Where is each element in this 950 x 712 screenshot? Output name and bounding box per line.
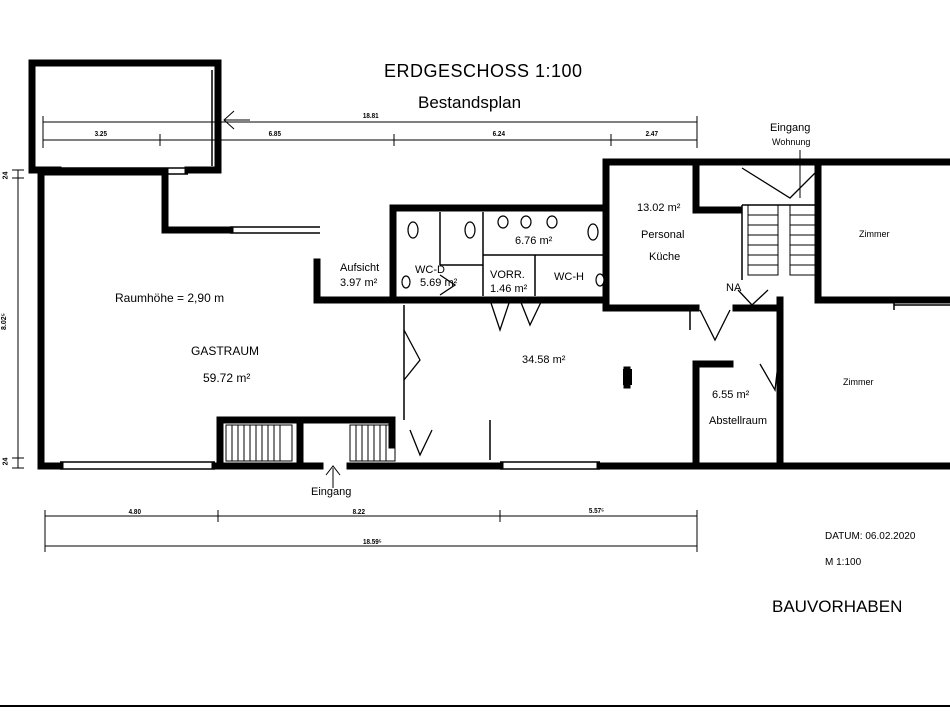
hall-area-label: 34.58 m²	[522, 354, 566, 366]
kueche-name-2-label: Küche	[649, 251, 681, 263]
scale-label: M 1:100	[825, 557, 862, 568]
exterior-walls	[28, 59, 950, 470]
abstell-name-label: Abstellraum	[709, 415, 768, 427]
dim-top-4: 2.47	[645, 131, 658, 138]
plan-title: ERDGESCHOSS 1:100	[384, 61, 583, 81]
gastraum-area-label: 59.72 m²	[203, 371, 251, 385]
eingang-wohnung-label: Eingang	[770, 122, 811, 134]
aufsicht-name-label: Aufsicht	[340, 262, 380, 274]
doors	[403, 167, 821, 457]
dim-top-3: 6.24	[492, 131, 505, 138]
dim-bottom-3: 5.57⁵	[588, 508, 605, 515]
gastraum-height-label: Raumhöhe = 2,90 m	[115, 291, 225, 305]
zimmer-2-label: Zimmer	[843, 377, 874, 387]
dim-top-2: 6.85	[268, 131, 281, 138]
zimmer-1-label: Zimmer	[859, 229, 890, 239]
abstell-area-label: 6.55 m²	[712, 389, 750, 401]
wc-d-area-label: 5.69 m²	[420, 277, 458, 289]
stairs	[225, 204, 819, 462]
plan-subtitle: Bestandsplan	[418, 93, 522, 112]
na-label: NA	[726, 282, 742, 294]
dim-left-top: 24	[2, 171, 10, 180]
dim-bottom-2: 8.22	[352, 509, 365, 516]
kueche-area-label: 13.02 m²	[637, 202, 681, 214]
vorr-name-label: VORR.	[490, 269, 525, 281]
kueche-name-1-label: Personal	[641, 229, 685, 241]
wc-h-name-label: WC-H	[554, 271, 584, 283]
wc-h-area-label: 6.76 m²	[515, 235, 553, 247]
gastraum-name-label: GASTRAUM	[191, 344, 260, 358]
wc-d-name-label: WC-D	[415, 264, 445, 276]
wc-fixtures	[401, 215, 605, 289]
dim-top-1: 3.25	[94, 131, 107, 138]
vorr-area-label: 1.46 m²	[490, 283, 528, 295]
project-label: BAUVORHABEN	[772, 597, 903, 616]
dim-bottom-total: 18.59⁵	[363, 539, 382, 546]
dim-left-height: 8.02⁵	[0, 313, 8, 330]
date-label: DATUM: 06.02.2020	[825, 531, 916, 542]
eingang-main-label: Eingang	[311, 486, 352, 498]
dimension-lines	[12, 110, 801, 552]
dim-bottom-1: 4.80	[128, 509, 141, 516]
aufsicht-area-label: 3.97 m²	[340, 277, 378, 289]
dim-left-bottom: 24	[2, 457, 10, 466]
dim-top-total: 18.81	[362, 113, 379, 120]
wohnung-label: Wohnung	[772, 137, 811, 147]
